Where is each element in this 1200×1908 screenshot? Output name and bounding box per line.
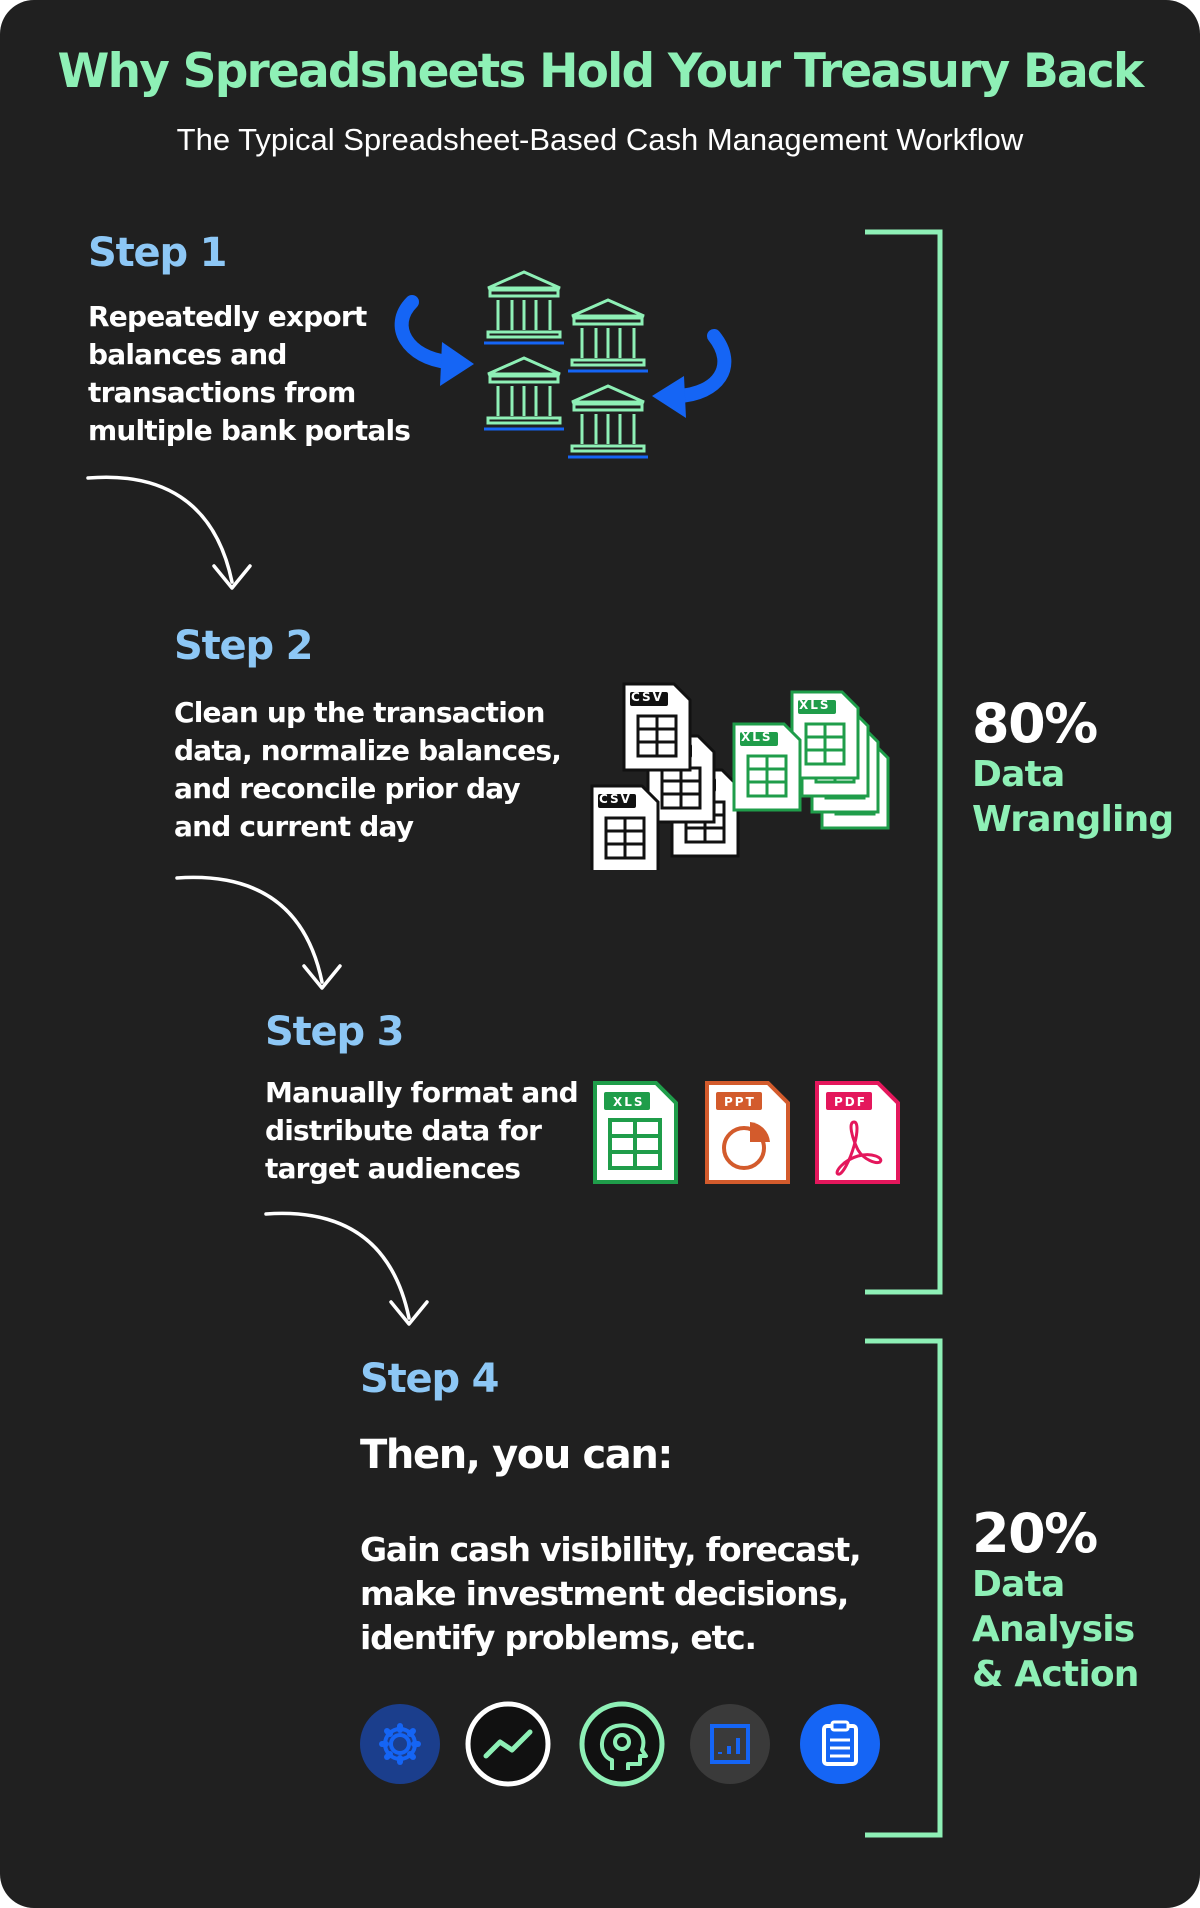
step-2-label: Step 2: [174, 623, 313, 669]
bracket-label-wrangling: Data Wrangling: [972, 752, 1174, 842]
step-1-label: Step 1: [88, 230, 227, 276]
trend-line-icon: [465, 1701, 551, 1787]
pdf-tag: PDF: [834, 1095, 867, 1109]
step-1-text: Repeatedly export balances and transacti…: [88, 298, 411, 450]
xls-tag: XLS: [799, 698, 831, 712]
step-4-label: Step 4: [360, 1356, 499, 1402]
step-1-line: balances and: [88, 338, 287, 371]
step-2-line: data, normalize balances,: [174, 734, 562, 767]
head-gear-icon: [579, 1701, 665, 1787]
bracket-label-line: Data: [972, 754, 1065, 795]
bank-icon: [482, 270, 566, 345]
step-4-text: Gain cash visibility, forecast, make inv…: [360, 1528, 880, 1660]
step-2-line: and current day: [174, 810, 414, 843]
step-4-heading: Then, you can:: [360, 1432, 673, 1478]
bracket-label-line: & Action: [972, 1654, 1139, 1695]
step-4-line: make investment decisions,: [360, 1574, 849, 1613]
step-1-line: Repeatedly export: [88, 300, 367, 333]
page-title: Why Spreadsheets Hold Your Treasury Back: [57, 44, 1145, 99]
ppt-file-icon: PPT: [705, 1081, 790, 1184]
bracket-top: [865, 229, 943, 1295]
step-1-line: transactions from: [88, 376, 356, 409]
curved-arrow-2: [175, 875, 342, 990]
step-2-text: Clean up the transaction data, normalize…: [174, 694, 562, 846]
clipboard-icon: [800, 1704, 880, 1784]
file-stacks-illustration: CSV CSV XLS XLS: [590, 682, 890, 870]
curved-arrow-right-icon: [652, 329, 732, 418]
step-3-line: target audiences: [265, 1152, 521, 1185]
export-files-illustration: XLS PPT PDF: [593, 1081, 900, 1184]
bracket-label-line: Data: [972, 1564, 1065, 1605]
xls-tag: XLS: [613, 1095, 645, 1109]
xls-file-icon: XLS: [593, 1081, 678, 1184]
step-4-line: Gain cash visibility, forecast,: [360, 1530, 862, 1569]
gear-icon: [360, 1704, 440, 1784]
bank-icon: [566, 384, 650, 459]
bracket-label-line: Wrangling: [972, 799, 1174, 840]
step-3-line: distribute data for: [265, 1114, 542, 1147]
step-2-line: Clean up the transaction: [174, 696, 545, 729]
bar-chart-icon: [690, 1704, 770, 1784]
page-subtitle: The Typical Spreadsheet-Based Cash Manag…: [176, 122, 1024, 157]
step-3-line: Manually format and: [265, 1076, 579, 1109]
bank-buildings-illustration: [394, 270, 732, 459]
bank-icon: [566, 298, 650, 373]
percent-20: 20%: [972, 1502, 1098, 1565]
percent-80: 80%: [972, 692, 1098, 755]
capability-icons-row: [360, 1701, 880, 1787]
pdf-file-icon: PDF: [815, 1081, 900, 1184]
step-1-line: multiple bank portals: [88, 414, 411, 447]
bracket-bottom: [865, 1338, 943, 1838]
bank-icon: [482, 356, 566, 431]
bracket-label-analysis: Data Analysis & Action: [972, 1562, 1139, 1697]
xls-tag: XLS: [741, 730, 773, 744]
curved-arrow-3: [264, 1211, 429, 1326]
step-4-line: identify problems, etc.: [360, 1618, 757, 1657]
csv-tag: CSV: [631, 690, 664, 704]
bracket-label-line: Analysis: [972, 1609, 1135, 1650]
step-2-line: and reconcile prior day: [174, 772, 521, 805]
csv-tag: CSV: [599, 792, 632, 806]
ppt-tag: PPT: [724, 1095, 756, 1109]
curved-arrow-left-icon: [394, 295, 474, 386]
step-3-label: Step 3: [265, 1009, 404, 1055]
curved-arrow-1: [86, 475, 252, 590]
step-3-text: Manually format and distribute data for …: [265, 1074, 579, 1188]
